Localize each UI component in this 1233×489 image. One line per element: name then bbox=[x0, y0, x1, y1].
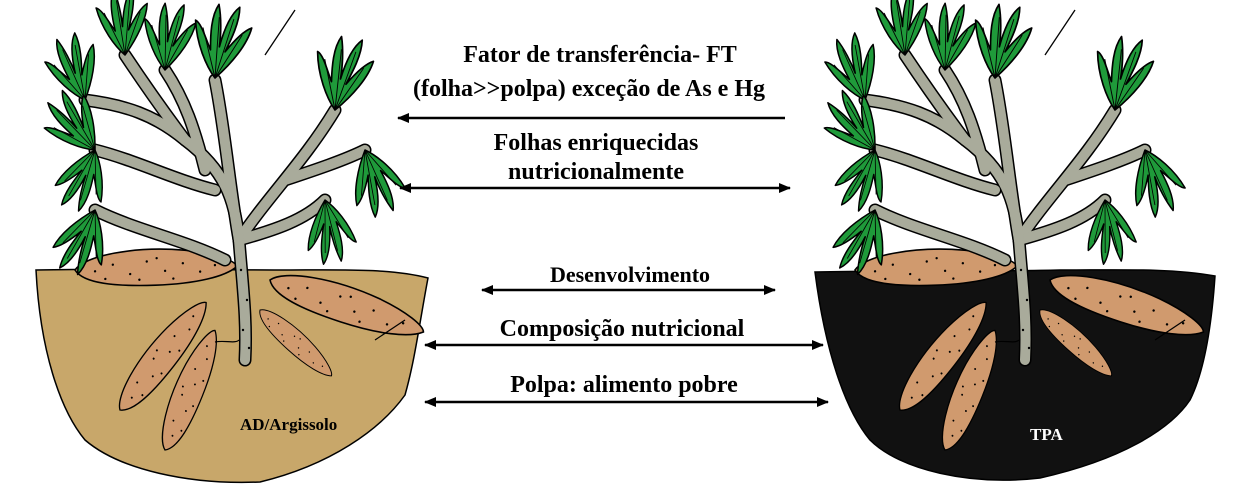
right-plant: TPA bbox=[813, 0, 1216, 481]
left-soil-label: AD/Argissolo bbox=[240, 415, 337, 434]
left-soil bbox=[35, 268, 429, 484]
polpa-label: Polpa: alimento pobre bbox=[510, 372, 738, 398]
desenvolvimento-label: Desenvolvimento bbox=[550, 262, 710, 287]
right-soil-label: TPA bbox=[1030, 425, 1063, 444]
folhas-label-line2: nutricionalmente bbox=[508, 159, 684, 185]
ft-label-line2: (folha>>polpa) exceção de As e Hg bbox=[413, 76, 765, 102]
composicao-label: Composição nutricional bbox=[500, 316, 745, 342]
right-soil bbox=[814, 269, 1216, 481]
ft-label-line1: Fator de transferência- FT bbox=[463, 42, 736, 68]
left-plant: AD/Argissolo bbox=[33, 0, 429, 484]
folhas-label-line1: Folhas enriquecidas bbox=[494, 130, 699, 156]
